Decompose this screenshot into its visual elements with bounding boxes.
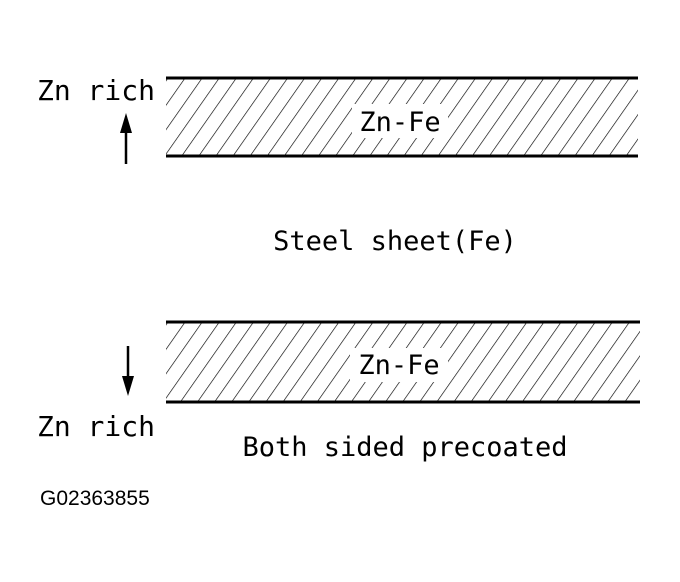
top-layer-label: Zn-Fe <box>359 107 440 138</box>
top-coating-layer: Zn-Fe <box>166 76 638 158</box>
bottom-side-annotation: Zn rich <box>37 346 155 443</box>
top-label-backdrop <box>352 104 448 138</box>
substrate-label: Steel sheet(Fe) <box>273 226 517 257</box>
bottom-zn-rich-label: Zn rich <box>37 410 155 443</box>
caption: Both sided precoated <box>242 432 567 463</box>
top-zn-rich-label: Zn rich <box>37 74 155 107</box>
figure-id: G02363855 <box>40 487 150 510</box>
down-arrow-icon <box>122 376 134 396</box>
bottom-coating-layer: Zn-Fe <box>166 320 640 404</box>
bottom-label-backdrop <box>350 348 448 382</box>
bottom-layer-label: Zn-Fe <box>358 350 439 381</box>
up-arrow-icon <box>120 113 132 133</box>
top-side-annotation: Zn rich <box>37 74 155 164</box>
